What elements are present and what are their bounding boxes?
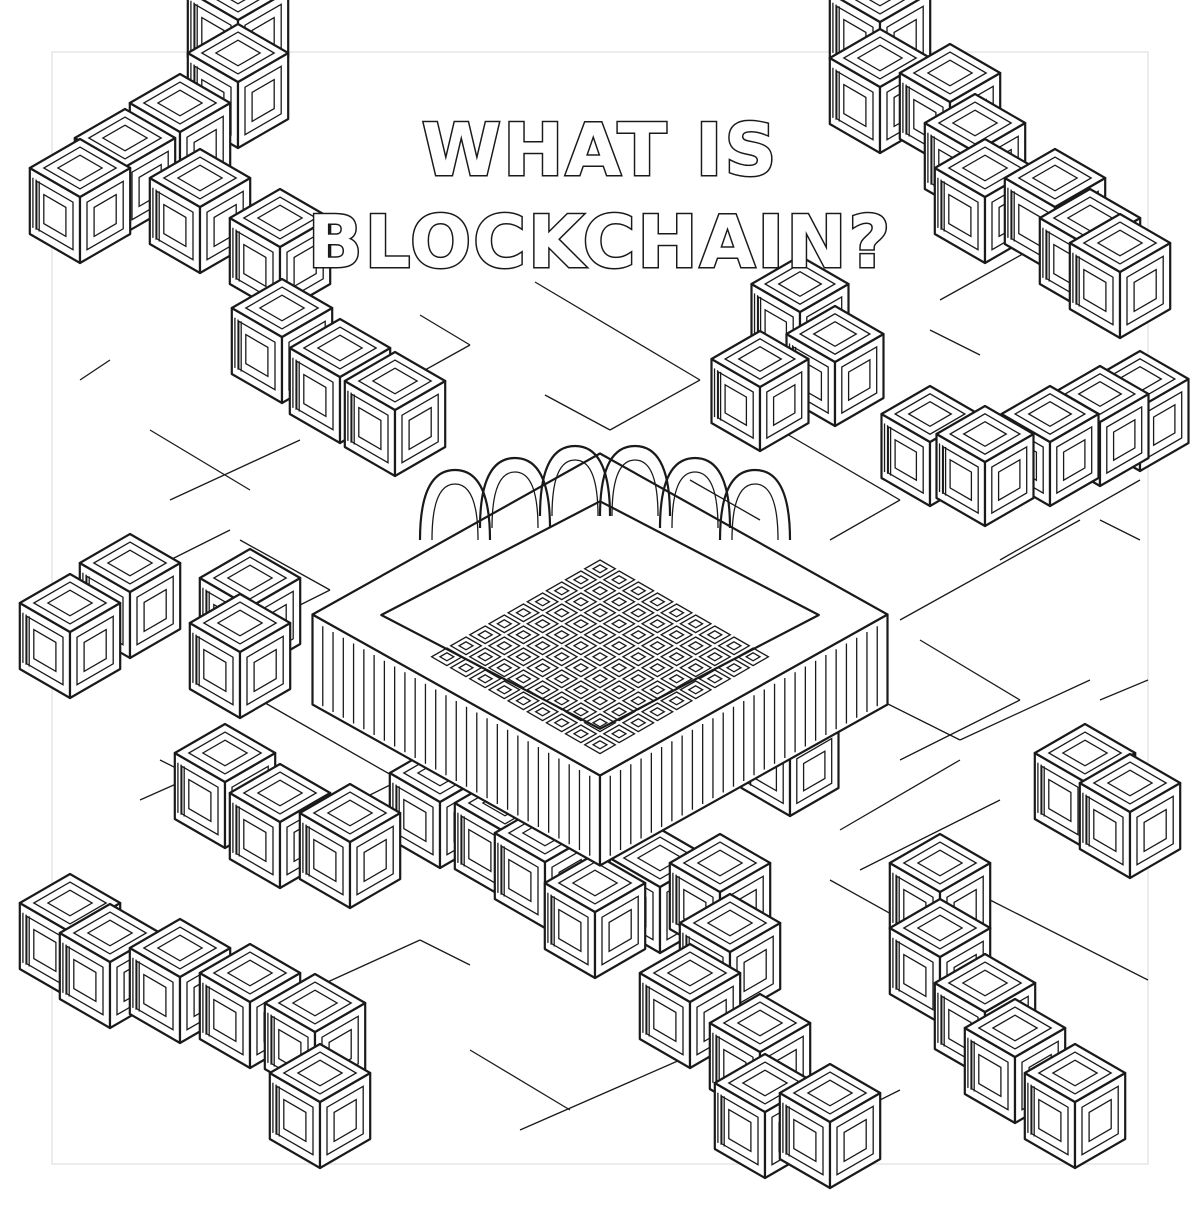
network-line xyxy=(859,799,1001,871)
network-line xyxy=(829,499,901,541)
block-icon xyxy=(1023,1042,1127,1170)
network-line xyxy=(959,679,1091,741)
network-line xyxy=(919,639,1021,701)
network-line xyxy=(259,699,401,781)
network-line xyxy=(939,249,1031,301)
network-line xyxy=(469,1049,571,1111)
block-icon xyxy=(18,572,122,700)
network-line xyxy=(989,899,1149,981)
network-line xyxy=(609,379,701,431)
block-icon xyxy=(935,404,1035,528)
network-line xyxy=(779,429,901,501)
network-line xyxy=(544,394,611,431)
block-icon xyxy=(1068,212,1172,340)
network-line xyxy=(929,329,981,356)
block-chains xyxy=(18,0,1190,1190)
block-icon xyxy=(778,1062,882,1190)
network-line xyxy=(169,439,301,501)
block-icon xyxy=(298,782,402,910)
network-line xyxy=(879,699,961,741)
network-line xyxy=(899,519,1081,621)
network-line xyxy=(534,281,701,381)
block-icon xyxy=(543,852,647,980)
network-line xyxy=(79,359,111,381)
block-icon xyxy=(1078,752,1182,880)
network-line xyxy=(519,1059,681,1131)
network-line xyxy=(839,759,961,831)
network-line xyxy=(999,479,1141,561)
block-icon xyxy=(268,1042,372,1170)
network-line xyxy=(899,699,1021,761)
network-line xyxy=(149,429,251,491)
network-line xyxy=(419,939,471,966)
central-hub-icon xyxy=(311,444,889,867)
network-line xyxy=(1099,679,1149,701)
block-icon xyxy=(288,317,392,445)
network-line xyxy=(419,314,471,346)
network-line xyxy=(1099,519,1141,541)
block-icon xyxy=(343,350,447,478)
network-line xyxy=(239,539,331,591)
block-icon xyxy=(710,329,810,453)
block-icon xyxy=(28,137,132,265)
block-icon xyxy=(188,592,292,720)
